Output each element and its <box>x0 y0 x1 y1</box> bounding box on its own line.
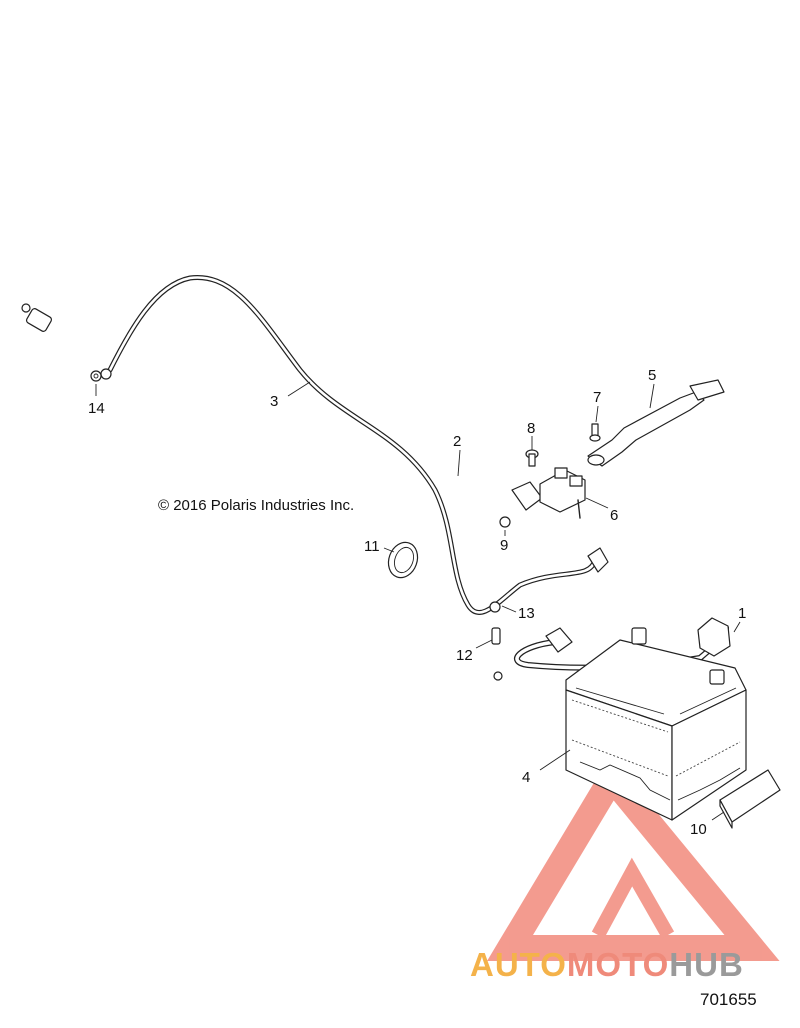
fuse-12-icon <box>491 627 501 645</box>
svg-text:13: 13 <box>518 605 535 622</box>
callout-8: 8 <box>527 420 535 450</box>
svg-text:11: 11 <box>364 538 380 555</box>
svg-text:5: 5 <box>648 367 656 384</box>
bracket-5 <box>587 379 725 467</box>
svg-text:6: 6 <box>610 507 618 524</box>
watermark-auto: AUTO <box>470 946 567 983</box>
watermark-logo-icon <box>487 755 780 961</box>
watermark-hub: HUB <box>669 946 744 983</box>
svg-text:1: 1 <box>738 605 746 622</box>
svg-text:4: 4 <box>522 769 530 786</box>
svg-text:7: 7 <box>593 389 601 406</box>
callout-11: 11 <box>364 538 395 555</box>
strap-11 <box>387 541 419 579</box>
solenoid-6 <box>539 467 586 519</box>
cable-2 <box>100 275 609 615</box>
svg-text:8: 8 <box>527 420 535 437</box>
callout-3: 3 <box>270 381 311 410</box>
bolt-8-icon <box>525 449 539 467</box>
bolt-7-icon <box>589 423 601 442</box>
callout-14: 14 <box>88 384 105 417</box>
watermark-moto: MOTO <box>566 946 670 983</box>
watermark-text: AUTOMOTOHUB <box>470 946 744 984</box>
pad-10 <box>719 769 781 829</box>
terminal-13-icon <box>489 601 501 613</box>
callout-1: 1 <box>733 605 746 633</box>
callout-5: 5 <box>648 367 656 409</box>
callout-9: 9 <box>500 530 508 554</box>
nut-lower-icon <box>493 671 503 681</box>
nut-9-icon <box>499 516 511 528</box>
callout-7: 7 <box>593 389 601 423</box>
callout-4: 4 <box>522 749 571 786</box>
cable-3 <box>21 209 543 511</box>
svg-text:14: 14 <box>88 400 105 417</box>
callout-6: 6 <box>585 497 618 524</box>
svg-text:2: 2 <box>453 433 461 450</box>
callout-12: 12 <box>456 639 493 664</box>
nut-14-icon <box>90 370 102 382</box>
svg-text:3: 3 <box>270 393 278 410</box>
callout-10: 10 <box>690 811 725 838</box>
svg-text:12: 12 <box>456 647 473 664</box>
callout-2: 2 <box>453 433 461 477</box>
svg-text:10: 10 <box>690 821 707 838</box>
callout-13: 13 <box>501 605 535 622</box>
battery-4 <box>565 627 747 821</box>
copyright-notice: © 2016 Polaris Industries Inc. <box>158 497 355 514</box>
svg-text:9: 9 <box>500 537 508 554</box>
figure-id: 701655 <box>700 990 757 1009</box>
